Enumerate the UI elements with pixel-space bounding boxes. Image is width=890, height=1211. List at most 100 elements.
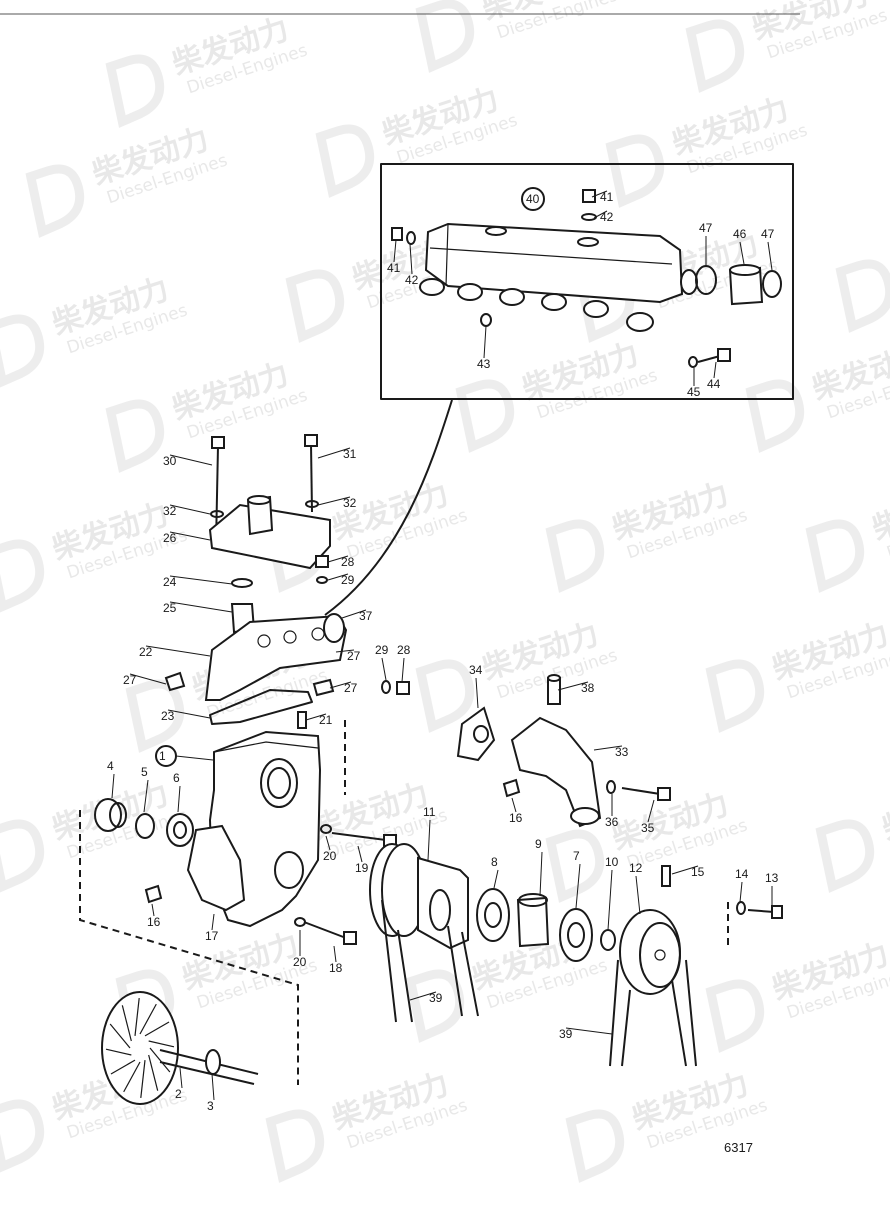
callout-leader: [169, 454, 213, 466]
impeller-vane: [148, 1040, 175, 1048]
impeller-vane: [149, 1047, 171, 1073]
callout-number-41: 41: [387, 261, 401, 275]
callout-leader: [211, 913, 215, 931]
callout-leader: [327, 555, 349, 563]
watermark-logo: [705, 979, 765, 1053]
callout-number-16: 16: [147, 915, 161, 929]
callout-leader: [607, 869, 613, 931]
callout-number-28: 28: [397, 643, 411, 657]
callout-number-39: 39: [559, 1027, 573, 1041]
impeller-vane: [110, 1059, 136, 1075]
callout-leader: [211, 1073, 215, 1101]
callout-number-29: 29: [341, 573, 355, 587]
watermark-logo: [105, 54, 165, 128]
callout-number-28: 28: [341, 555, 355, 569]
callout-leader: [341, 609, 367, 619]
impeller-vane: [144, 1021, 170, 1037]
callout-leader: [327, 573, 349, 581]
callout-number-1: 1: [159, 749, 166, 763]
impeller-vane: [109, 1023, 131, 1049]
callout-leader: [511, 797, 517, 813]
callout-leader: [175, 755, 214, 761]
impeller-vane: [139, 1003, 157, 1035]
callout-leader: [409, 243, 413, 275]
callout-number-43: 43: [477, 357, 491, 371]
callout-number-18: 18: [329, 961, 343, 975]
elbow-group: [456, 674, 671, 828]
callout-leader: [739, 241, 745, 265]
callout-number-26: 26: [163, 531, 177, 545]
callout-leader: [169, 575, 233, 585]
callout-number-46: 46: [733, 227, 747, 241]
impeller-vane: [134, 997, 140, 1036]
watermark-logo: [0, 314, 45, 388]
callout-number-15: 15: [691, 865, 705, 879]
callout-number-16: 16: [509, 811, 523, 825]
callout-leader: [483, 325, 487, 359]
callout-number-31: 31: [343, 447, 357, 461]
callout-leader: [151, 903, 155, 917]
callout-number-25: 25: [163, 601, 177, 615]
callout-leader: [333, 945, 337, 963]
callout-leader: [169, 504, 211, 515]
callout-leader: [575, 863, 581, 909]
callout-number-33: 33: [615, 745, 629, 759]
thermostat-housing-group: [164, 434, 410, 729]
callout-leader: [169, 531, 211, 541]
callout-leader: [167, 709, 211, 719]
callout-leader: [305, 713, 327, 721]
callout-leader: [393, 239, 397, 263]
callout-leader: [325, 835, 331, 851]
callout-number-34: 34: [469, 663, 483, 677]
watermark-logo: [745, 379, 805, 453]
watermark-logo: [315, 124, 375, 198]
drawing-number: 6317: [724, 1140, 753, 1155]
watermark-logo: [0, 539, 45, 613]
callout-number-5: 5: [141, 765, 148, 779]
callout-leader: [557, 681, 589, 691]
callout-number-39: 39: [429, 991, 443, 1005]
callout-number-47: 47: [761, 227, 775, 241]
callout-leader: [317, 447, 351, 459]
callout-number-37: 37: [359, 609, 373, 623]
callout-leader: [539, 851, 543, 897]
callout-number-17: 17: [205, 929, 219, 943]
callout-number-23: 23: [161, 709, 175, 723]
callout-leader: [179, 1067, 183, 1089]
callout-number-4: 4: [107, 759, 114, 773]
callout-leader: [111, 773, 115, 799]
callout-leader: [475, 677, 479, 709]
watermark-logo: [685, 19, 745, 93]
watermark-brand: 柴发动力: [868, 477, 890, 547]
callout-number-6: 6: [173, 771, 180, 785]
callout-leader: [335, 649, 355, 653]
callout-number-29: 29: [375, 643, 389, 657]
callout-number-40: 40: [526, 192, 540, 206]
callout-leader: [427, 819, 431, 861]
callout-leader: [329, 681, 352, 689]
callout-number-42: 42: [600, 210, 614, 224]
watermark-logo: [815, 819, 875, 893]
callout-leader: [401, 657, 405, 683]
callout-leader: [713, 361, 717, 379]
callout-leader: [381, 657, 387, 681]
callout-leader: [317, 496, 351, 506]
callout-number-42: 42: [405, 273, 419, 287]
callout-leader: [593, 210, 608, 219]
